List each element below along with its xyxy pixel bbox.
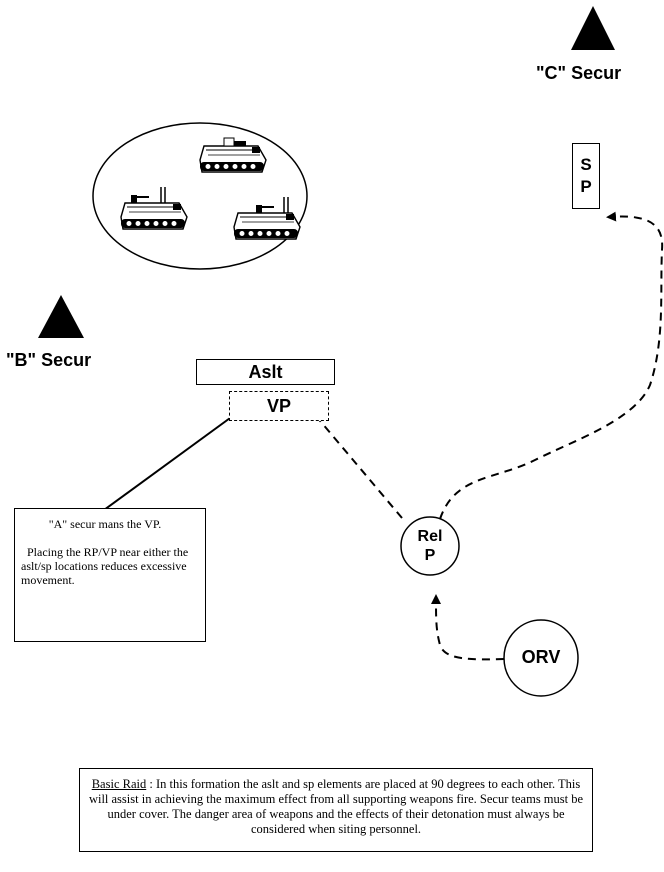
sp-label-line2: P xyxy=(580,177,592,196)
note-to-vp-arrow xyxy=(103,399,256,511)
sp-label-line1: S xyxy=(580,155,592,174)
b-secur-label: "B" Secur xyxy=(6,350,92,370)
caption-body: In this formation the aslt and sp elemen… xyxy=(88,777,584,836)
vp-label: VP xyxy=(266,395,291,416)
c-secur-label: "C" Secur xyxy=(536,63,622,83)
note-line2: Placing the RP/VP near either the aslt/s… xyxy=(21,545,189,587)
aslt-label: Aslt xyxy=(248,361,283,382)
relp-label-line2: P xyxy=(424,547,436,564)
vehicle-point-box: VP xyxy=(229,391,329,421)
vehicle-area-ellipse xyxy=(92,122,308,270)
orv-circle xyxy=(503,619,579,697)
release-point-circle xyxy=(400,516,460,576)
basic-raid-caption-box: Basic Raid : In this formation the aslt … xyxy=(79,768,593,852)
c-secur-triangle-icon xyxy=(571,6,615,50)
vp-note-box: "A" secur mans the VP. Placing the RP/VP… xyxy=(14,508,206,642)
release-point-label: Rel P xyxy=(410,527,450,565)
armored-vehicle-icon xyxy=(120,187,188,230)
caption-title: Basic Raid xyxy=(91,777,147,791)
relp-label-line1: Rel xyxy=(417,528,443,545)
note-line1: "A" secur mans the VP. xyxy=(48,517,162,531)
support-position-box: S P xyxy=(572,143,600,209)
assault-position-box: Aslt xyxy=(196,359,335,385)
orv-label: ORV xyxy=(521,647,561,667)
armored-vehicle-icon xyxy=(199,137,267,173)
armored-vehicle-icon xyxy=(233,197,301,240)
b-secur-triangle-icon xyxy=(38,295,84,338)
orv-to-relp-route xyxy=(431,594,505,661)
relp-to-vp-route xyxy=(302,399,403,519)
caption-separator: : xyxy=(146,777,156,791)
relp-to-sp-route xyxy=(439,211,664,520)
